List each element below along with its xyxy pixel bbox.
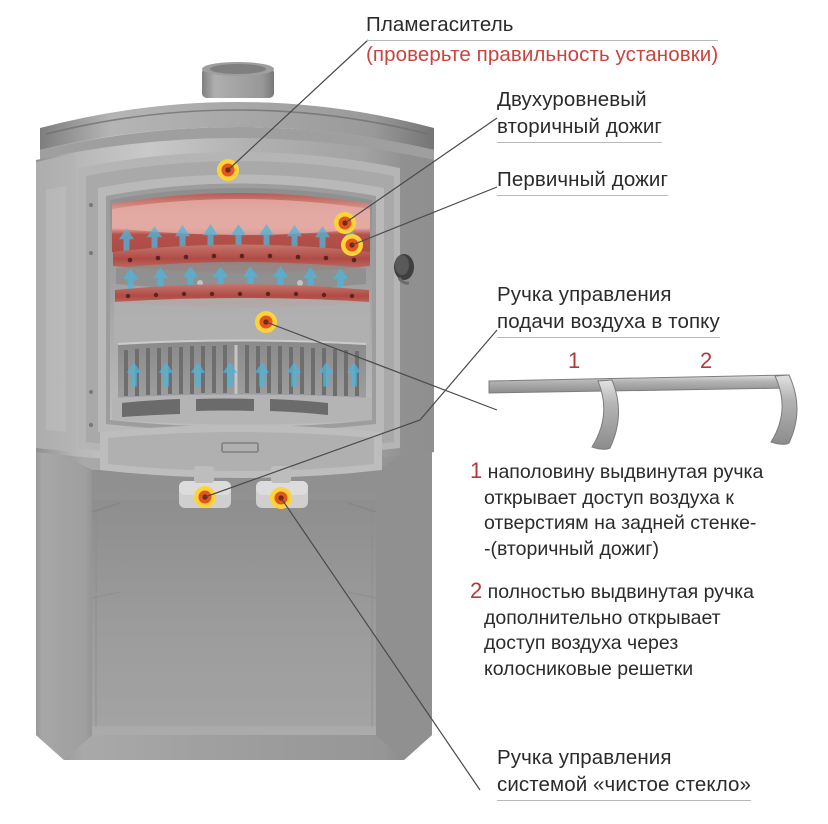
door-handle[interactable] [394,254,414,285]
note-2-line-1: полностью выдвинутая ручка [487,581,754,603]
note-1-number: 1 [470,458,483,483]
stove-base [36,441,432,760]
flame-arrester-warning: (проверьте правильность установки) [366,43,719,66]
label-clean-glass: Ручка управления системой «чистое стекло… [497,744,751,801]
handle-position-1-number: 1 [568,348,581,373]
flue-collar [202,62,274,98]
stove-illustration [36,62,434,760]
note-2: 2 полностью выдвинутая ручка дополнитель… [470,578,754,682]
label-secondary-burn: Двухуровневый вторичный дожиг [497,86,663,143]
note-2-line-3: доступ воздуха через [484,632,679,654]
note-1-line-1: наполовину выдвинутая ручка [487,461,764,483]
note-1: 1 наполовину выдвинутая ручка открывает … [470,458,763,562]
secondary-burn-line2: вторичный дожиг [497,113,663,143]
note-1-line-2: открывает доступ воздуха к [484,486,734,509]
air-handle-line1: Ручка управления [497,283,672,306]
label-flame-arrester: Пламегаситель (проверьте правильность ус… [366,11,719,68]
ash-pan-drawer[interactable] [100,425,382,478]
label-air-handle: Ручка управления подачи воздуха в топку [497,281,720,338]
label-primary-burn: Первичный дожиг [497,166,669,196]
handle-position-2-number: 2 [700,348,713,373]
flame-arrester-plate [112,193,370,260]
firebox-sill [112,394,372,425]
note-2-line-4: колосниковые решетки [484,657,694,680]
grate-assembly [117,339,367,402]
note-1-line-3: отверстиям на задней стенке- [484,512,757,534]
firebox-interior [110,188,372,427]
note-1-line-4: -(вторичный дожиг) [484,537,660,560]
primary-burn-text: Первичный дожиг [497,166,669,196]
note-2-line-2: дополнительно открывает [484,606,721,629]
secondary-burn-line1: Двухуровневый [497,88,647,111]
clean-glass-line2: системой «чистое стекло» [497,771,751,801]
note-2-number: 2 [470,578,483,603]
flame-arrester-title: Пламегаситель [366,11,719,41]
clean-glass-line1: Ручка управления [497,746,672,769]
air-handle-line2: подачи воздуха в топку [497,308,720,338]
